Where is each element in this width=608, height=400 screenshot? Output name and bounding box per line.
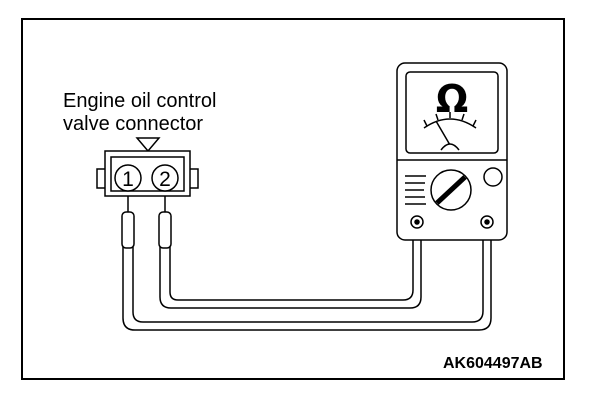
connector-pin-1 <box>114 164 142 192</box>
lead-pin1-wire-inner <box>132 225 484 323</box>
connector-label-line2: valve connector <box>63 113 204 135</box>
ohmmeter-display <box>405 71 499 154</box>
range-selector-marks <box>405 175 426 205</box>
connector-label-line1: Engine oil control <box>63 90 217 112</box>
ohmmeter-needle <box>435 120 451 146</box>
pin-1-label: 1 <box>122 168 134 191</box>
lead-pin2-wire-inner <box>169 225 414 301</box>
ohm-symbol: Ω <box>436 77 468 121</box>
figure-code: AK604497AB <box>443 355 543 372</box>
probe-pin1 <box>121 192 135 249</box>
test-leads <box>122 225 492 331</box>
zero-adjust-knob <box>483 167 503 187</box>
connector-lock-tab <box>135 137 161 153</box>
probe-pin2 <box>158 192 172 249</box>
terminal-com-core <box>414 219 420 225</box>
range-selector-pointer <box>435 175 467 205</box>
pin-2-label: 2 <box>159 168 171 191</box>
lead-pin1-wire <box>122 225 492 331</box>
engine-oil-control-valve-connector <box>96 137 199 197</box>
probes <box>121 192 172 249</box>
ohmmeter-scale-ticks <box>423 112 477 127</box>
terminal-ohm-core <box>484 219 490 225</box>
ohmmeter-needle-pivot <box>440 143 460 151</box>
ohmmeter-scale-arc <box>423 118 477 129</box>
connector-pin-2 <box>151 164 179 192</box>
ohmmeter <box>396 62 508 241</box>
lead-pin2-wire <box>159 225 422 309</box>
